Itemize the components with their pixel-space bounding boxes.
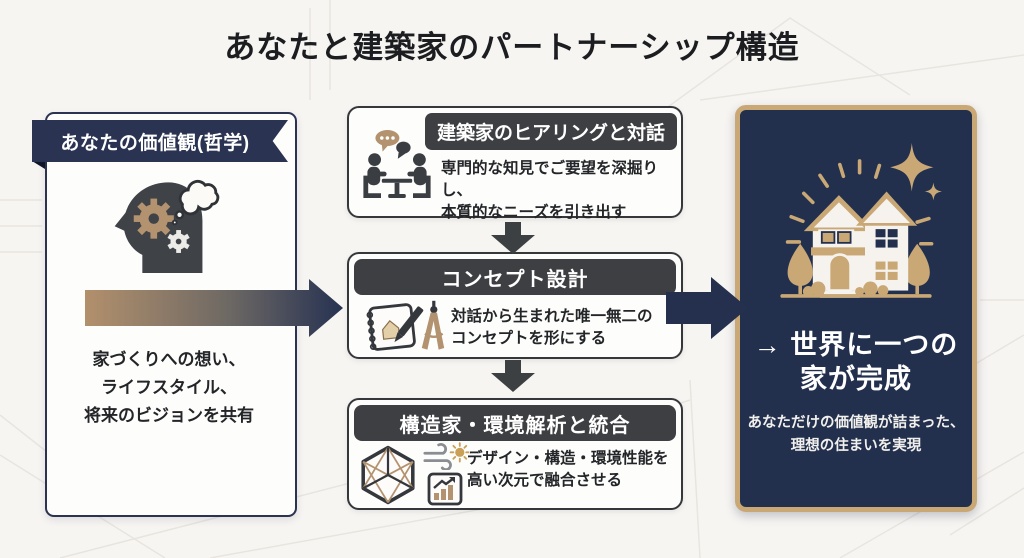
step-hearing-line-1: 専門的な知見でご要望を深掘りし、 xyxy=(441,160,659,199)
values-panel-header: あなたの価値観(哲学) xyxy=(32,120,288,162)
values-line-3: 将来のビジョンを共有 xyxy=(84,406,254,425)
down-arrow-step2-to-step3 xyxy=(491,360,535,392)
thinking-head-icon xyxy=(114,180,220,273)
wind-sun-icon xyxy=(423,442,469,470)
step-concept-line-1: 対話から生まれた唯一無二の xyxy=(451,308,653,325)
values-line-2: ライフスタイル、 xyxy=(101,378,237,397)
step-concept-box: コンセプト設計 対話から生まれた唯一無二の コンセプトを形 xyxy=(347,252,683,359)
page-title: あなたと建築家のパートナーシップ構造 xyxy=(224,30,800,65)
step-structure-header: 構造家・環境解析と統合 xyxy=(354,405,676,441)
step-structure-line-1: デザイン・構造・環境性能を xyxy=(467,450,669,467)
step-hearing-header: 建築家のヒアリングと対話 xyxy=(425,113,677,150)
step-structure-body: デザイン・構造・環境性能を 高い次元で融合させる xyxy=(467,448,669,492)
result-headline-line-1: → 世界に一つの xyxy=(753,330,959,360)
ribbon-fold xyxy=(32,161,45,169)
flow-arrow-values-to-steps xyxy=(85,279,343,337)
step-structure-line-2: 高い次元で融合させる xyxy=(467,472,623,489)
sketch-tools-icon xyxy=(366,300,445,351)
house-illustration xyxy=(780,142,943,298)
result-headline: → 世界に一つの 家が完成 xyxy=(740,328,972,396)
result-sub-line-1: あなただけの価値観が詰まった、 xyxy=(747,415,965,431)
growth-chart-icon xyxy=(427,472,463,506)
dialogue-icon xyxy=(363,130,431,198)
result-headline-line-2: 家が完成 xyxy=(800,364,912,394)
step-hearing-body: 専門的な知見でご要望を深掘りし、 本質的なニーズを引き出す xyxy=(441,158,681,224)
step-hearing-box: 建築家のヒアリングと対話 専門的な知見でご要望を深掘りし、 xyxy=(347,106,683,221)
result-subtext: あなただけの価値観が詰まった、 理想の住まいを実現 xyxy=(740,412,972,458)
step-structure-box: 構造家・環境解析と統合 xyxy=(347,398,683,510)
values-line-1: 家づくりへの想い、 xyxy=(92,350,246,369)
step-concept-body: 対話から生まれた唯一無二の コンセプトを形にする xyxy=(451,306,653,350)
down-arrow-step1-to-step2 xyxy=(491,222,535,254)
values-panel-body: 家づくりへの想い、 ライフスタイル、 将来のビジョンを共有 xyxy=(45,346,293,430)
step-concept-line-2: コンセプトを形にする xyxy=(451,330,607,347)
structure-cube-icon xyxy=(361,445,415,505)
flow-arrow-steps-to-result xyxy=(666,277,748,339)
step-concept-header: コンセプト設計 xyxy=(354,259,676,295)
result-panel: → 世界に一つの 家が完成 あなただけの価値観が詰まった、 理想の住まいを実現 xyxy=(735,105,977,512)
result-sub-line-2: 理想の住まいを実現 xyxy=(790,438,922,454)
step-hearing-line-2: 本質的なニーズを引き出す xyxy=(441,204,627,221)
